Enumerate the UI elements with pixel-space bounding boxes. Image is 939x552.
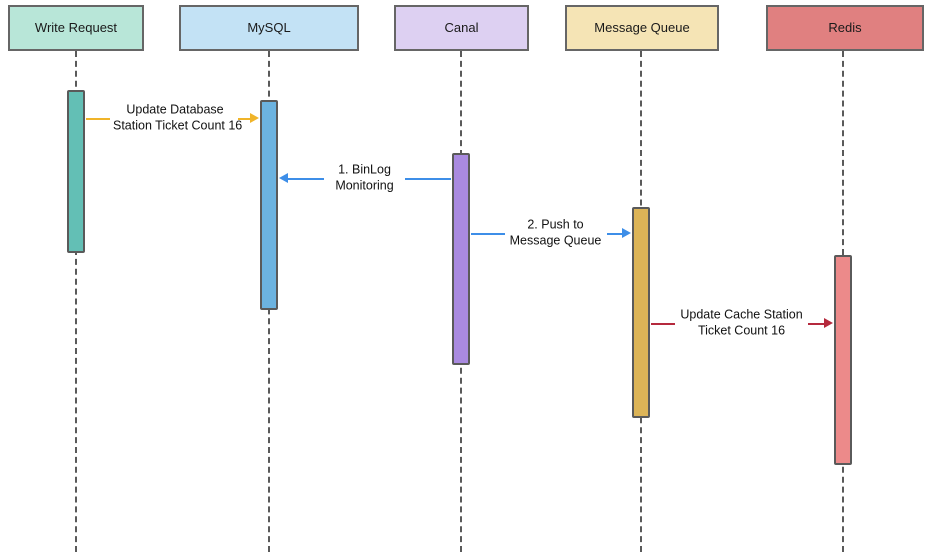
message-line-push-to-message-queue [471,233,505,235]
message-label-line1-update-database: Update Database [126,102,224,117]
message-label-line2-binlog-monitoring: Monitoring [335,178,394,192]
message-line-binlog-monitoring-2 [405,178,451,180]
arrowhead-binlog-monitoring [279,173,288,183]
message-line-binlog-monitoring [288,178,324,180]
participant-label-canal: Canal [444,19,479,35]
message-label-line2-push-to-message-queue: Message Queue [509,233,602,247]
participant-message-queue[interactable]: Message Queue [565,5,719,51]
arrowhead-update-database [250,113,259,123]
activation-mysql [260,100,278,310]
message-label-line2-update-database: Station Ticket Count 16 [113,118,243,132]
message-label-line2-update-cache: Ticket Count 16 [697,323,786,337]
lifeline-write-request [75,51,77,552]
participant-label-redis: Redis [828,19,862,35]
participant-mysql[interactable]: MySQL [179,5,359,51]
message-label-line1-push-to-message-queue: 2. Push to [527,217,584,232]
arrowhead-update-cache [824,318,833,328]
participant-redis[interactable]: Redis [766,5,924,51]
activation-write-request [67,90,85,253]
activation-redis [834,255,852,465]
message-label-binlog-monitoring: 1. BinLog Monitoring [327,162,402,193]
message-line-update-database [86,118,110,120]
arrowhead-push-to-message-queue [622,228,631,238]
activation-canal [452,153,470,365]
message-label-update-database: Update Database Station Ticket Count 16 [113,102,243,133]
message-label-line1-update-cache: Update Cache Station [680,307,803,322]
message-line-update-database-2 [238,118,250,120]
participant-canal[interactable]: Canal [394,5,529,51]
participant-write-request[interactable]: Write Request [8,5,144,51]
message-line-update-cache-2 [808,323,824,325]
message-label-line1-binlog-monitoring: 1. BinLog [338,162,391,177]
activation-message-queue [632,207,650,418]
participant-label-write-request: Write Request [34,19,118,35]
message-line-update-cache [651,323,675,325]
message-line-push-to-message-queue-2 [607,233,622,235]
message-label-update-cache: Update Cache Station Ticket Count 16 [678,307,805,338]
participant-label-message-queue: Message Queue [594,19,690,35]
message-label-push-to-message-queue: 2. Push to Message Queue [505,217,606,248]
participant-label-mysql: MySQL [247,19,291,35]
